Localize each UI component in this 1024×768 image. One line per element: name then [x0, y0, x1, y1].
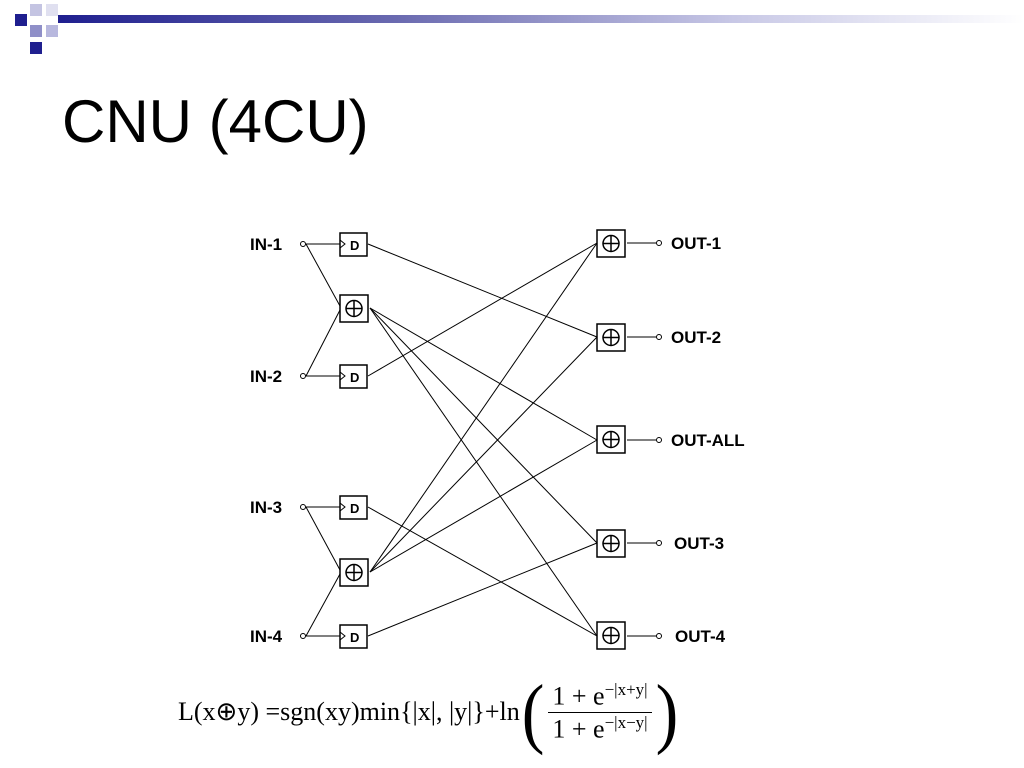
input-terminal — [300, 504, 306, 510]
xor-box — [339, 558, 369, 587]
delay-box: D — [339, 364, 368, 389]
xor-box — [596, 229, 626, 258]
delay-box: D — [339, 495, 368, 520]
formula-xy: (xy) — [316, 697, 360, 726]
header-gradient-bar — [58, 15, 1024, 23]
formula-close-paren: ) — [655, 668, 679, 756]
formula-numerator: 1 + e−|x+y| — [548, 680, 652, 713]
input-terminal — [300, 633, 306, 639]
xor-box — [339, 294, 369, 323]
output-label-3: OUT-3 — [674, 534, 724, 553]
output-label-2: OUT-2 — [671, 328, 721, 347]
formula-fraction: 1 + e−|x+y| 1 + e−|x−y| — [548, 680, 652, 744]
output-terminal — [656, 240, 662, 246]
formula-sgn: sgn — [280, 697, 317, 726]
output-label-4: OUT-4 — [675, 627, 726, 646]
header-square — [30, 4, 42, 16]
formula-min: min — [359, 697, 401, 726]
xor-box — [596, 621, 626, 650]
output-terminal — [656, 540, 662, 546]
formula-open-paren: ( — [521, 668, 545, 756]
header-decoration — [0, 0, 1024, 60]
xor-box — [596, 529, 626, 558]
output-label-1: OUT-1 — [671, 234, 721, 253]
svg-text:D: D — [350, 501, 359, 516]
delay-box: D — [339, 624, 368, 649]
xor-box — [596, 425, 626, 454]
output-terminal — [656, 437, 662, 443]
llr-formula: L(x⊕y) = sgn (xy) min {|x|, |y|} +ln ( 1… — [178, 672, 838, 752]
input-terminal — [300, 241, 306, 247]
input-terminal — [300, 373, 306, 379]
svg-text:D: D — [350, 370, 359, 385]
output-label-all: OUT-ALL — [671, 431, 745, 450]
slide-title: CNU (4CU) — [62, 88, 369, 155]
output-terminal — [656, 633, 662, 639]
input-label-4: IN-4 — [250, 627, 283, 646]
svg-text:D: D — [350, 238, 359, 253]
formula-set: {|x|, |y|} — [400, 697, 485, 726]
header-square — [30, 42, 42, 54]
header-square — [46, 4, 58, 16]
header-square — [46, 25, 58, 37]
formula-lhs: L(x⊕y) = — [178, 697, 281, 726]
delay-box: D — [339, 232, 368, 257]
formula-denominator: 1 + e−|x−y| — [552, 712, 648, 744]
formula-plus-ln: +ln — [484, 697, 520, 726]
header-square — [15, 14, 27, 26]
input-label-1: IN-1 — [250, 235, 282, 254]
xor-box — [596, 323, 626, 352]
input-label-2: IN-2 — [250, 367, 282, 386]
input-label-3: IN-3 — [250, 498, 282, 517]
header-square — [30, 25, 42, 37]
svg-text:D: D — [350, 630, 359, 645]
output-terminal — [656, 334, 662, 340]
